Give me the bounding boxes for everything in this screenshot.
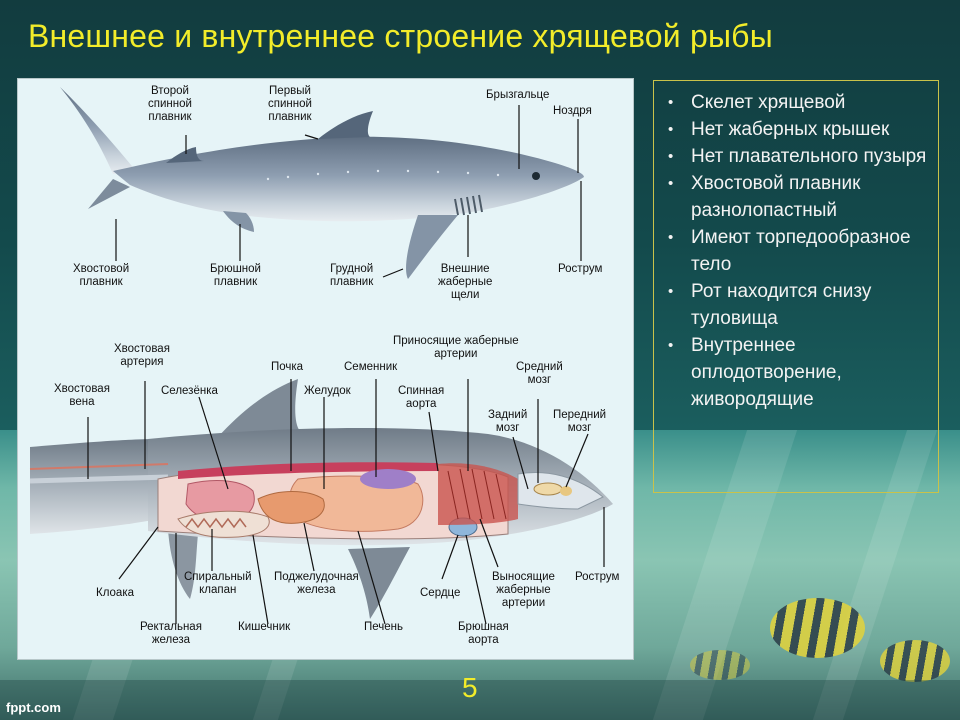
label-intestine: Кишечник [238, 621, 291, 633]
fact-item: •Рот находится снизу туловища [668, 278, 930, 332]
label-forebrain: Передний мозг [553, 409, 607, 434]
fact-item: •Имеют торпедообразное тело [668, 224, 930, 278]
label-caudal-artery: Хвостовая артерия [114, 343, 170, 368]
label-first-dorsal-fin: Первый спинной плавник [268, 85, 312, 123]
label-caudal-fin: Хвостовой плавник [73, 263, 130, 288]
label-cloaca: Клоака [96, 587, 135, 599]
bottom-bar [0, 680, 960, 720]
label-pectoral-fin: Грудной плавник [330, 263, 374, 288]
label-caudal-vein: Хвостовая вена [54, 383, 110, 408]
testis-organ [360, 469, 416, 489]
fact-item: •Нет жаберных крышек [668, 116, 930, 143]
fact-item: •Нет плавательного пузыря [668, 143, 930, 170]
label-rostrum-top: Рострум [558, 263, 603, 275]
spiral-valve-zigzag [185, 517, 247, 529]
external-leader-lines [115, 105, 582, 278]
pancreas-organ [257, 491, 325, 524]
label-hindbrain: Задний мозг [488, 409, 528, 434]
label-heart: Сердце [420, 587, 461, 599]
brain-organ [533, 482, 563, 496]
label-nostril: Ноздря [553, 105, 592, 117]
forebrain-organ [560, 486, 572, 496]
label-afferent-arteries: Приносящие жаберные артерии [393, 335, 519, 360]
label-pancreas: Поджелудочная железа [274, 571, 359, 596]
tail-upper-lobe [60, 87, 136, 174]
bullet-icon: • [668, 175, 674, 192]
skin-spots [266, 169, 500, 181]
internal-pectoral-fin [348, 547, 410, 619]
decorative-fish-image [770, 598, 865, 658]
label-efferent-arteries: Выносящие жаберные артерии [492, 571, 555, 609]
slide-title: Внешнее и внутреннее строение хрящевой р… [28, 18, 773, 54]
first-dorsal-fin [318, 111, 373, 139]
shark-illustration [29, 87, 613, 625]
label-second-dorsal-fin: Второй спинной плавник [148, 85, 192, 123]
gill-arch-lines [447, 468, 507, 520]
facts-list: •Скелет хрящевой •Нет жаберных крышек •Н… [668, 89, 930, 413]
bullet-icon: • [668, 94, 674, 111]
tail-section [30, 439, 158, 534]
tail-lower-lobe [88, 179, 130, 209]
internal-leader-lines [87, 379, 605, 625]
eye-icon [532, 172, 540, 180]
gill-slits-drawing [454, 194, 483, 216]
internal-dorsal-fin [218, 379, 300, 437]
label-spleen: Селезёнка [161, 385, 218, 397]
shark-body [113, 136, 584, 222]
page-number: 5 [462, 672, 478, 703]
shark-anatomy-diagram: Второй спинной плавник Первый спинной пл… [17, 78, 634, 660]
label-rostrum-bottom: Рострум [575, 571, 620, 583]
footer-brand: fppt.com [6, 700, 61, 715]
decorative-fish-image [690, 650, 750, 680]
label-liver: Печень [364, 621, 404, 633]
pectoral-fin [406, 215, 458, 279]
bullet-icon: • [668, 337, 674, 354]
bullet-icon: • [668, 283, 674, 300]
label-stomach: Желудок [304, 385, 351, 397]
label-rectal-gland: Ректальная железа [140, 621, 202, 646]
label-testis: Семенник [344, 361, 398, 373]
fact-item: •Хвостовой плавник разнолопастный [668, 170, 930, 224]
facts-panel: •Скелет хрящевой •Нет жаберных крышек •Н… [653, 80, 939, 493]
bullet-icon: • [668, 148, 674, 165]
decorative-fish-image [880, 640, 950, 682]
label-spiral-valve: Спиральный клапан [184, 571, 252, 596]
internal-shark [29, 379, 613, 625]
label-midbrain: Средний мозг [516, 361, 563, 386]
fact-item: •Скелет хрящевой [668, 89, 930, 116]
kidney-organ [178, 462, 438, 479]
label-gill-slits: Внешние жаберные щели [438, 263, 493, 301]
label-kidney: Почка [271, 361, 304, 373]
gill-arteries [438, 463, 518, 525]
label-spiracle: Брызгальце [486, 89, 550, 101]
bullet-icon: • [668, 229, 674, 246]
fact-item: •Внутреннее оплодотворение, живородящие [668, 332, 930, 413]
label-ventral-aorta: Брюшная аорта [458, 621, 509, 646]
bullet-icon: • [668, 121, 674, 138]
external-shark [60, 87, 584, 279]
label-dorsal-aorta: Спинная аорта [398, 385, 445, 410]
spinal-column [29, 474, 169, 484]
pelvic-fin [223, 211, 254, 232]
label-pelvic-fin: Брюшной плавник [210, 263, 261, 288]
second-dorsal-fin [166, 147, 204, 163]
